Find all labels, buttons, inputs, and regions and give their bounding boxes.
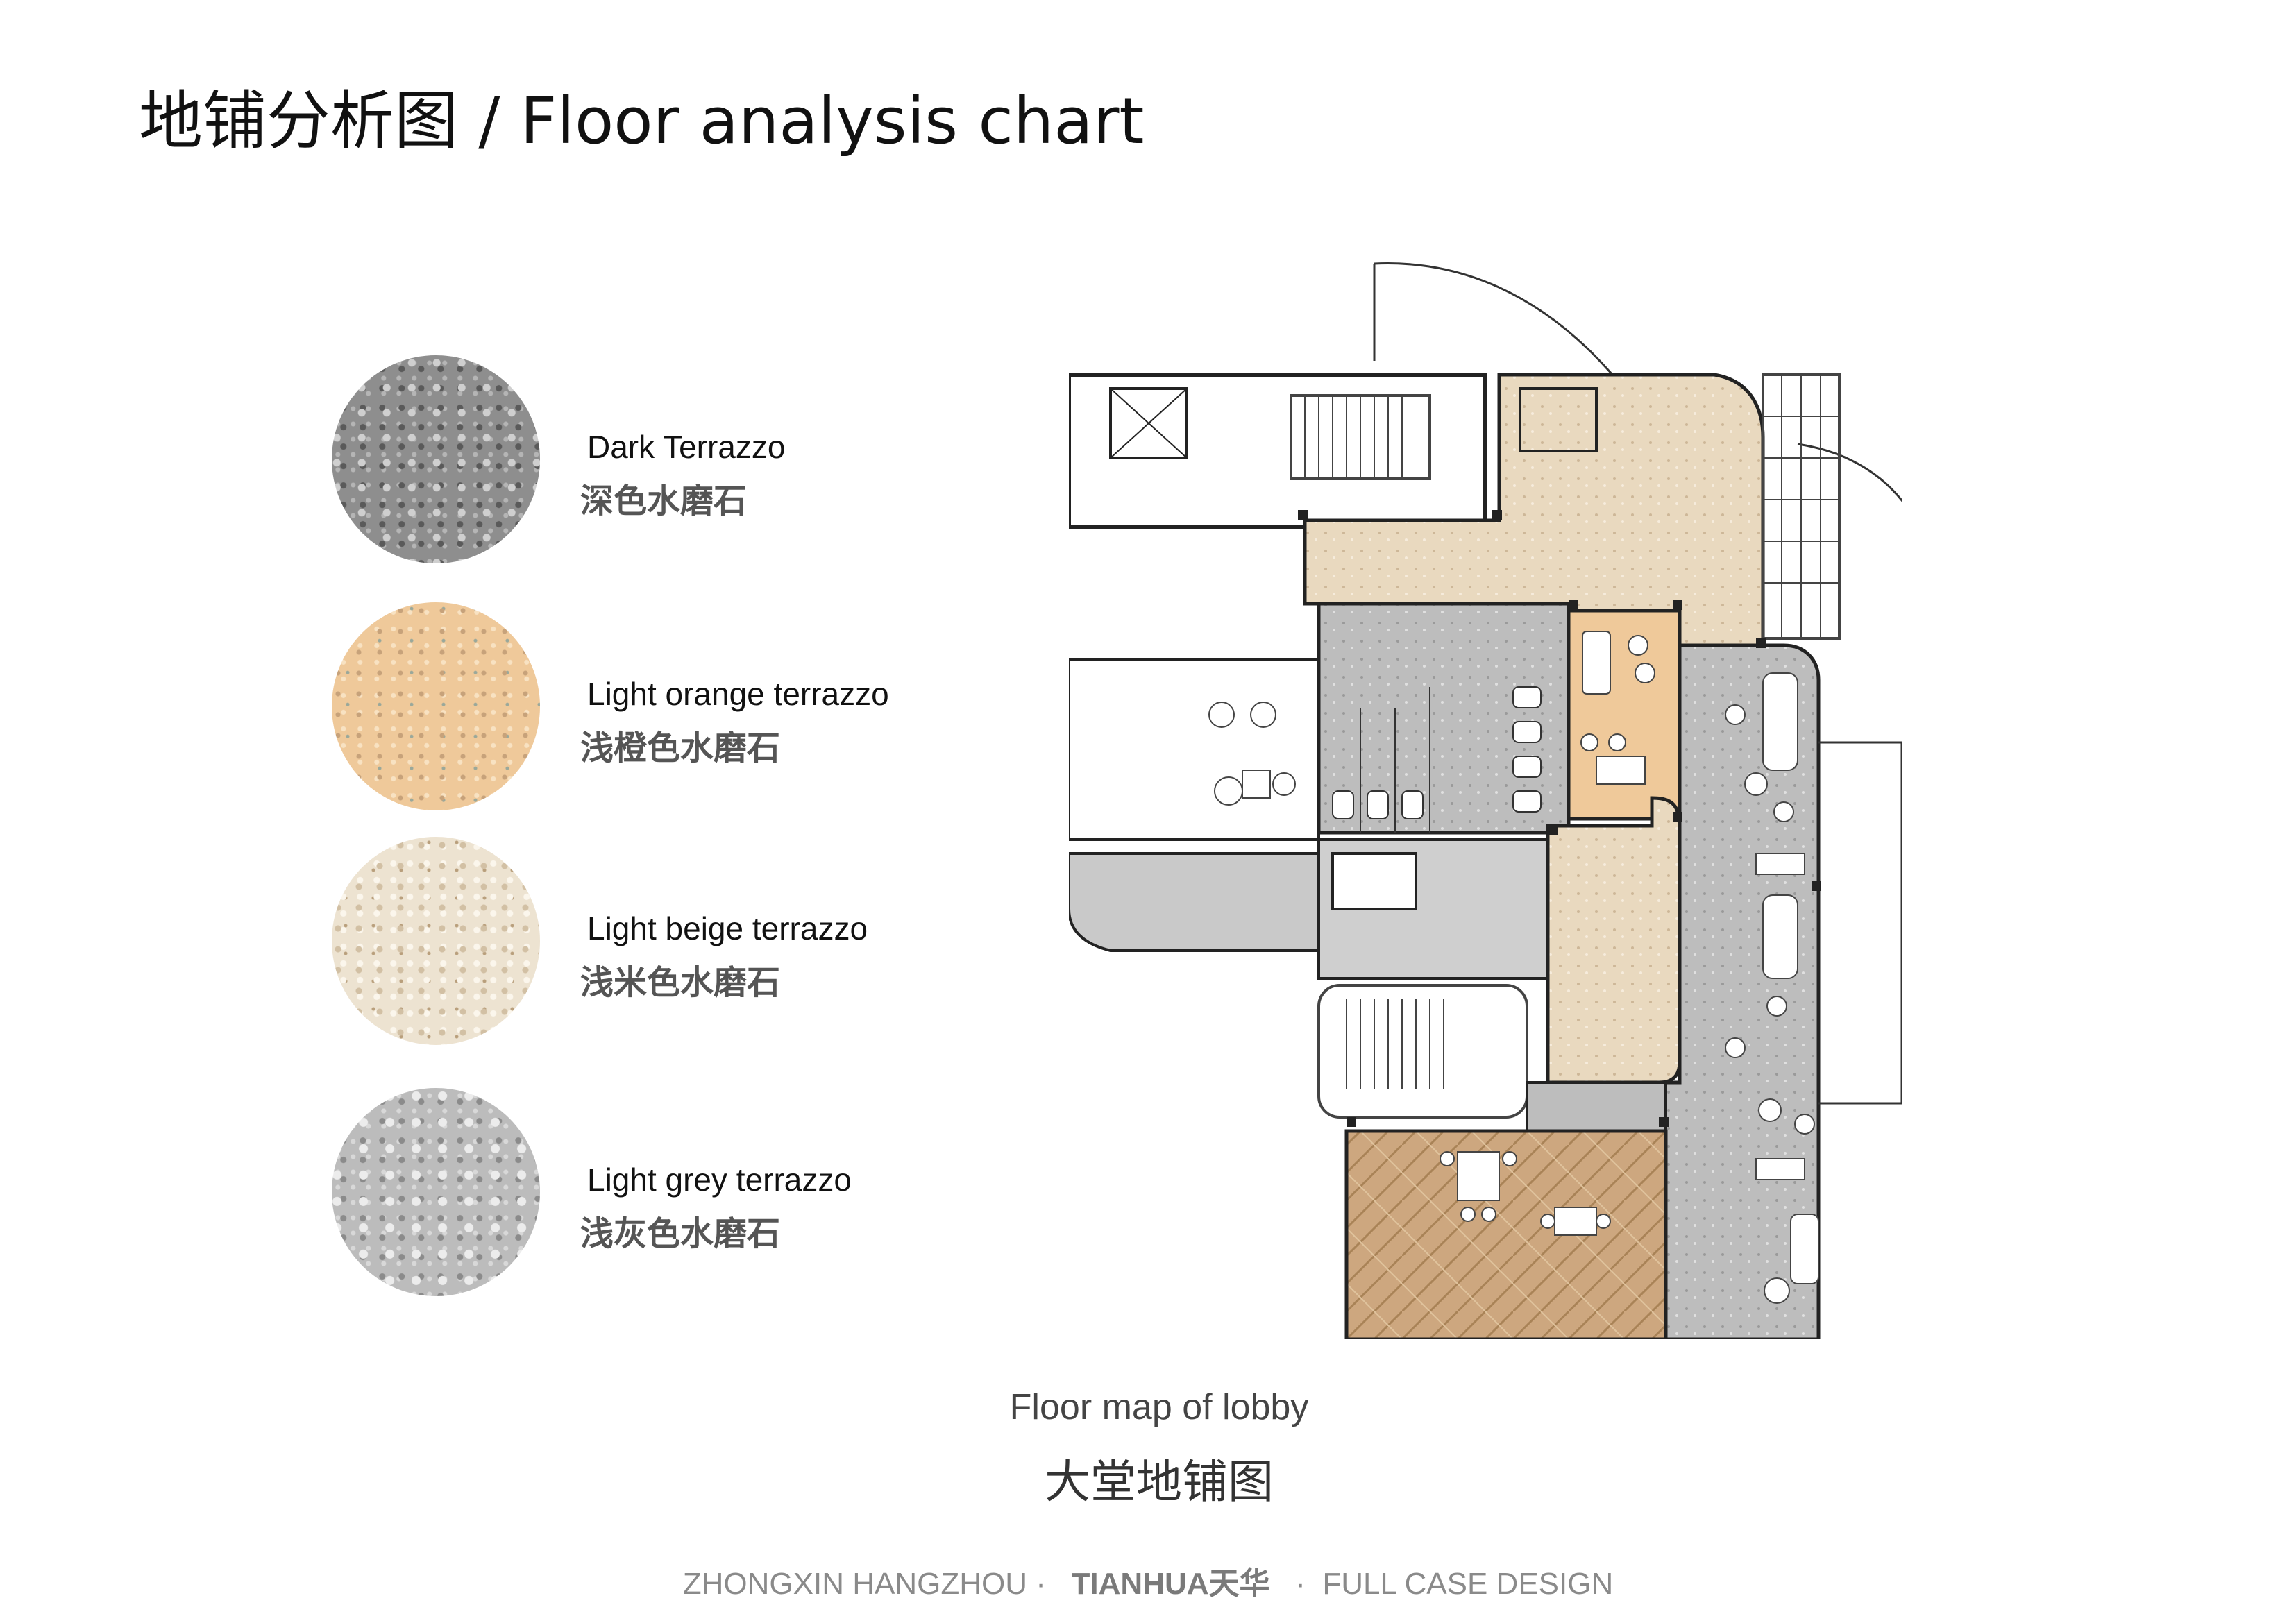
material-label-zh: 浅橙色水磨石 bbox=[580, 729, 781, 767]
facade-grid bbox=[1762, 373, 1841, 640]
material-label-zh: 深色水磨石 bbox=[580, 482, 748, 520]
structural-columns bbox=[1298, 510, 1821, 1127]
material-label-zh: 浅米色水磨石 bbox=[580, 963, 781, 1002]
footer-brand-logo: TIANHUA天华 bbox=[1071, 1567, 1270, 1601]
material-item-light-orange-terrazzo: Light orange terrazzo 浅橙色水磨石 bbox=[332, 602, 956, 810]
beige-terrazzo-central-lounge bbox=[1546, 796, 1682, 1085]
north-core bbox=[1069, 373, 1487, 529]
material-label-en: Light grey terrazzo bbox=[587, 1162, 852, 1198]
lobby-floor-plan bbox=[1069, 257, 1902, 1339]
footer-project: ZHONGXIN HANGZHOU bbox=[682, 1567, 1027, 1601]
light-orange-terrazzo-swatch bbox=[332, 602, 540, 810]
wood-floor-dining bbox=[1344, 1129, 1668, 1339]
page-title: 地铺分析图 / Floor analysis chart bbox=[139, 84, 1145, 158]
material-label-en: Light orange terrazzo bbox=[587, 676, 889, 712]
grey-west-corridor bbox=[1069, 852, 1320, 952]
footer-separator: · bbox=[1027, 1567, 1072, 1601]
service-elevator bbox=[1519, 387, 1598, 452]
south-stair bbox=[1317, 984, 1528, 1119]
footer-tagline: FULL CASE DESIGN bbox=[1322, 1567, 1614, 1601]
plan-caption-en: Floor map of lobby bbox=[1009, 1387, 1309, 1427]
material-item-light-grey-terrazzo: Light grey terrazzo 浅灰色水磨石 bbox=[332, 1088, 956, 1296]
light-beige-terrazzo-swatch bbox=[332, 837, 540, 1045]
floor-plan-drawing bbox=[1069, 262, 1902, 1339]
material-label-en: Dark Terrazzo bbox=[587, 429, 786, 465]
material-label-zh: 浅灰色水磨石 bbox=[580, 1214, 781, 1253]
material-label-en: Light beige terrazzo bbox=[587, 910, 868, 946]
plan-caption-zh: 大堂地铺图 bbox=[1045, 1455, 1274, 1509]
material-item-light-beige-terrazzo: Light beige terrazzo 浅米色水磨石 bbox=[332, 837, 956, 1045]
reception-furniture bbox=[1580, 631, 1655, 785]
footer-separator: · bbox=[1269, 1567, 1323, 1601]
west-lounge bbox=[1069, 658, 1320, 841]
east-terrace-outline bbox=[1818, 741, 1902, 1105]
west-lounge-furniture bbox=[1208, 702, 1296, 806]
material-item-dark-terrazzo: Dark Terrazzo 深色水磨石 bbox=[332, 355, 956, 563]
dining-furniture bbox=[1440, 1151, 1611, 1236]
north-stair bbox=[1290, 394, 1431, 480]
gallery-furniture bbox=[1725, 672, 1819, 1304]
light-grey-terrazzo-swatch bbox=[332, 1088, 540, 1296]
footer: ZHONGXIN HANGZHOU · TIANHUA天华 · FULL CAS… bbox=[0, 1558, 2296, 1603]
elevator-shaft bbox=[1109, 387, 1188, 459]
restroom-fixtures bbox=[1332, 686, 1542, 833]
canopy-arc bbox=[1797, 443, 1902, 502]
dark-terrazzo-swatch bbox=[332, 355, 540, 563]
lobby-elevator bbox=[1331, 852, 1417, 910]
